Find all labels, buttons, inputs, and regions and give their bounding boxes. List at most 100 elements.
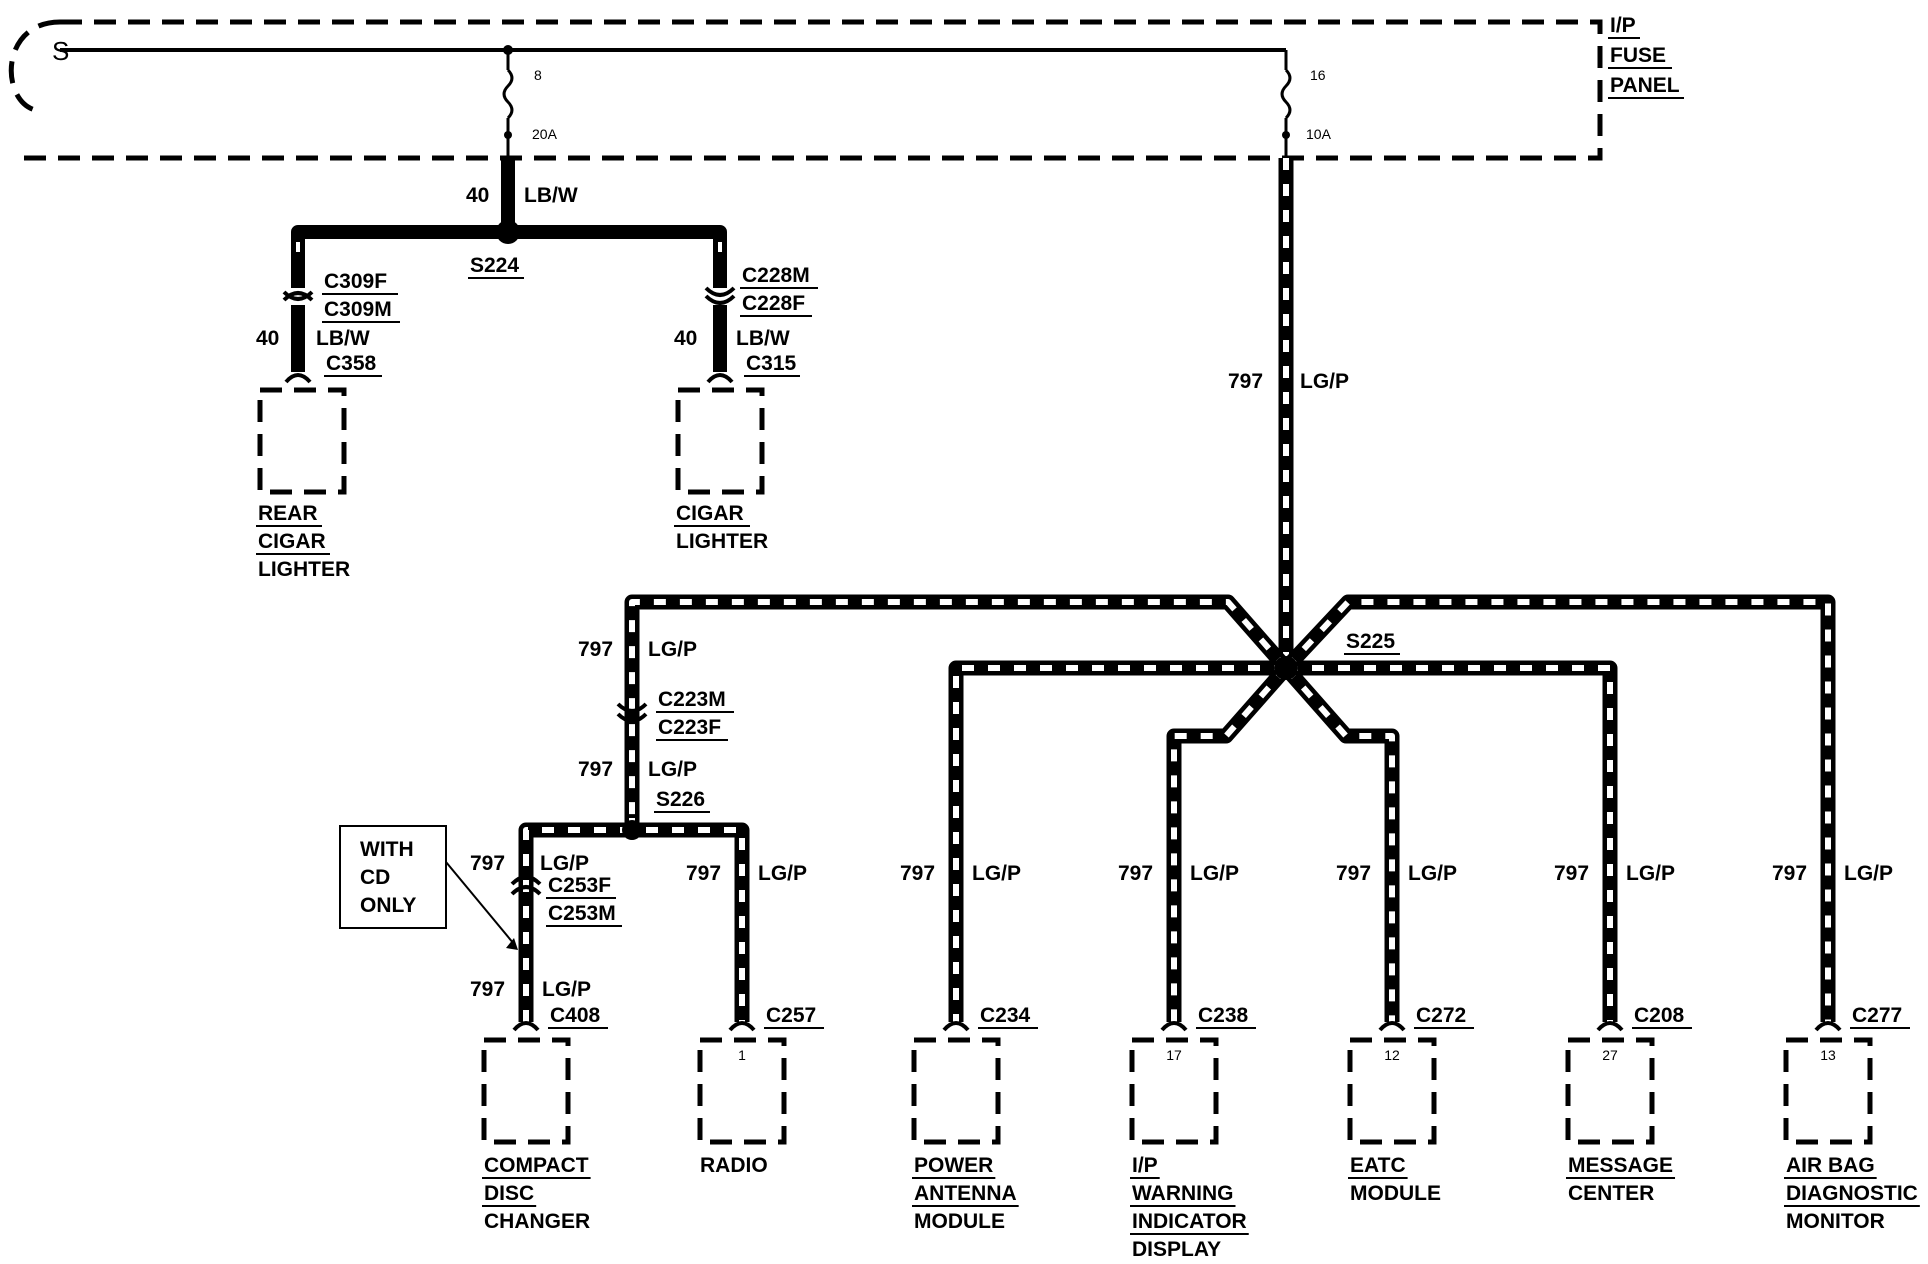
component-label: MONITOR — [1786, 1210, 1885, 1233]
component-label: POWER — [914, 1154, 993, 1177]
svg-text:20A: 20A — [532, 126, 558, 142]
svg-text:CIGAR: CIGAR — [258, 530, 326, 553]
svg-text:8: 8 — [534, 67, 542, 83]
component-label: WARNING — [1132, 1182, 1234, 1205]
cigar-lighter-label: CIGAR LIGHTER — [674, 502, 768, 553]
svg-text:C253F: C253F — [548, 874, 611, 897]
component-label: COMPACT — [484, 1154, 589, 1177]
circuit-number: 797 — [1336, 862, 1371, 885]
connector-id: C408 — [550, 1004, 601, 1027]
svg-text:LG/P: LG/P — [648, 758, 697, 781]
svg-text:10A: 10A — [1306, 126, 1332, 142]
fuse-8: 8 20A — [502, 45, 558, 158]
svg-text:CIGAR: CIGAR — [676, 502, 744, 525]
pin-number: 12 — [1384, 1047, 1400, 1063]
connector-symbol — [728, 1021, 756, 1032]
svg-text:40: 40 — [674, 327, 697, 350]
lgp-wire-stripe-7 — [1286, 665, 1613, 1022]
feed-color: LB/W — [524, 184, 578, 207]
left-branch-labels: 797 LG/P C223M C223F 797 LG/P S226 — [578, 638, 734, 813]
component-box — [1347, 1037, 1437, 1145]
lgp-wiring-draw — [518, 158, 1836, 1022]
splice-s226-dot — [622, 820, 642, 840]
pin-number: 17 — [1166, 1047, 1182, 1063]
svg-text:C309M: C309M — [324, 298, 392, 321]
lgp-wire-6 — [1280, 663, 1400, 1022]
component-box — [697, 1037, 787, 1145]
svg-text:C228F: C228F — [742, 292, 805, 315]
splice-s225: S225 — [1346, 630, 1395, 653]
connector-id: C272 — [1416, 1004, 1466, 1027]
circuit-number: 797 — [470, 978, 505, 1001]
svg-text:LB/W: LB/W — [316, 327, 370, 350]
with-cd-only-note: WITH CD ONLY — [339, 825, 518, 950]
component-label: AIR BAG — [1786, 1154, 1875, 1177]
svg-text:PANEL: PANEL — [1610, 74, 1680, 97]
svg-text:16: 16 — [1310, 67, 1326, 83]
pin-number: 27 — [1602, 1047, 1618, 1063]
feed-circuit-number: 40 — [466, 184, 489, 207]
connector-id: C234 — [980, 1004, 1031, 1027]
component-label: MESSAGE — [1568, 1154, 1673, 1177]
circuit-number: 797 — [1118, 862, 1153, 885]
wire-color: LG/P — [758, 862, 807, 885]
svg-text:LG/P: LG/P — [540, 852, 589, 875]
svg-text:C228M: C228M — [742, 264, 810, 287]
svg-text:40: 40 — [256, 327, 279, 350]
component-box — [1565, 1037, 1655, 1145]
component-label: DISPLAY — [1132, 1238, 1221, 1261]
wire-color: LG/P — [1844, 862, 1893, 885]
wire-color: LG/P — [1408, 862, 1457, 885]
pin-number: 1 — [738, 1047, 746, 1063]
pin-number: 13 — [1820, 1047, 1836, 1063]
svg-text:FUSE: FUSE — [1610, 44, 1666, 67]
splice-s224: S224 — [470, 254, 519, 277]
lgp-wire-stripe-8 — [1283, 599, 1831, 1022]
component-label: ANTENNA — [914, 1182, 1017, 1205]
splice-s225-dot — [1274, 656, 1298, 680]
connector-symbol — [1596, 1021, 1624, 1032]
connector-symbol — [1814, 1021, 1842, 1032]
svg-text:C315: C315 — [746, 352, 797, 375]
component-box — [481, 1037, 571, 1145]
svg-text:LB/W: LB/W — [736, 327, 790, 350]
lgp-wire-stripe-6 — [1283, 666, 1395, 1022]
fuse-panel-label: I/P FUSE PANEL — [1608, 14, 1684, 99]
connector-id: C277 — [1852, 1004, 1902, 1027]
svg-text:C358: C358 — [326, 352, 377, 375]
svg-text:ONLY: ONLY — [360, 894, 416, 917]
svg-text:C223F: C223F — [658, 716, 721, 739]
rear-cigar-lighter-label: REAR CIGAR LIGHTER — [256, 502, 350, 581]
connector-symbol — [1378, 1021, 1406, 1032]
trunk-circuit-number: 797 — [1228, 370, 1263, 393]
component-label: CENTER — [1568, 1182, 1654, 1205]
connector-symbol — [512, 1021, 540, 1032]
circuit-number: 797 — [1772, 862, 1807, 885]
svg-text:LG/P: LG/P — [648, 638, 697, 661]
lgp-wire-stripe-4 — [953, 665, 1286, 1022]
wire-color: LG/P — [972, 862, 1021, 885]
wire-color: LG/P — [542, 978, 591, 1001]
component-label: RADIO — [700, 1154, 768, 1177]
fuse-panel-outline — [8, 19, 1603, 161]
lgp-wire-5 — [1166, 663, 1292, 1022]
svg-text:797: 797 — [578, 638, 613, 661]
svg-text:REAR: REAR — [258, 502, 318, 525]
component-label: EATC — [1350, 1154, 1406, 1177]
component-label: I/P — [1132, 1154, 1158, 1177]
cigar-lighter-labels: C228M C228F 40 LB/W C315 — [674, 264, 818, 377]
bus-symbol: S — [52, 36, 69, 66]
svg-text:C253M: C253M — [548, 902, 616, 925]
wire-color: LG/P — [1626, 862, 1675, 885]
svg-text:S226: S226 — [656, 788, 705, 811]
connector-symbol — [942, 1021, 970, 1032]
wire-color: LG/P — [1190, 862, 1239, 885]
cd-inline-connector: 797 LG/P C253F C253M — [470, 852, 622, 927]
svg-text:LIGHTER: LIGHTER — [676, 530, 768, 553]
